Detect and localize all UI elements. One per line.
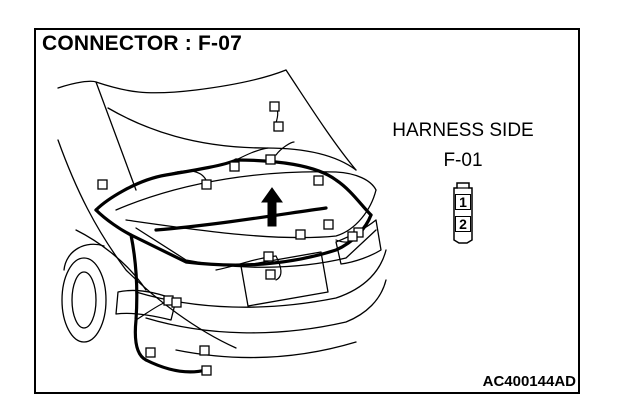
harness-connector	[145, 347, 156, 358]
roof-outline	[57, 80, 137, 191]
license-plate-recess	[240, 251, 329, 307]
connector-pin-2: 2	[455, 216, 471, 232]
connector-face-outline	[453, 182, 473, 244]
harness-side-label: HARNESS SIDE	[392, 120, 534, 141]
harness-connector	[265, 154, 276, 165]
rear-tyre	[61, 257, 107, 343]
harness-connector	[199, 345, 210, 356]
connector-face: 1 2	[453, 182, 473, 244]
harness-connector	[171, 297, 182, 308]
c-pillar	[285, 69, 357, 171]
connector-diagram: CONNECTOR : F-07 HARNESS SIDE F-01 1 2 A…	[34, 28, 580, 394]
harness-connector	[273, 121, 284, 132]
rear-window-top	[95, 69, 287, 94]
car-rear-illustration	[57, 69, 387, 376]
harness-branches	[135, 105, 359, 321]
harness-connector	[201, 365, 212, 376]
harness-connector	[265, 269, 276, 280]
harness-connector	[229, 161, 240, 172]
harness-connectors	[97, 101, 364, 376]
rear-tyre-inner	[71, 271, 97, 329]
diagram-title: CONNECTOR : F-07	[42, 32, 242, 55]
harness-connector	[347, 231, 358, 242]
up-arrow-icon	[261, 187, 283, 227]
harness-connector	[269, 101, 280, 112]
wheel-arch	[63, 243, 105, 271]
bumper-lower	[145, 279, 387, 334]
harness-connector	[97, 179, 108, 190]
body-lower	[175, 341, 357, 359]
harness-connector	[323, 219, 334, 230]
reference-code: AC400144AD	[482, 373, 576, 390]
harness-connector	[295, 229, 306, 240]
trunk-lid-top	[115, 171, 377, 211]
harness-connector	[313, 175, 324, 186]
body-side	[57, 139, 237, 349]
connector-pin-1: 1	[455, 194, 471, 210]
harness-connector-name: F-01	[443, 150, 483, 171]
rear-quarter	[75, 229, 147, 291]
harness-connector	[201, 179, 212, 190]
rear-bumper	[135, 249, 387, 308]
rear-window-bottom	[107, 107, 357, 171]
harness-connector	[263, 251, 274, 262]
